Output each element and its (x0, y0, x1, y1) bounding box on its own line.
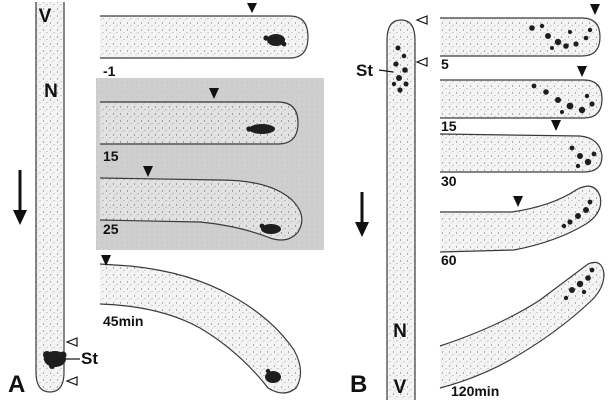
panel-a-vacuole-label: V (39, 6, 52, 27)
panel-b-statolith-label: St (356, 61, 373, 80)
panel-b: St N V B 5 (350, 4, 604, 400)
panel-b-label: B (350, 371, 367, 398)
panel-b-frame-2-marker (577, 66, 587, 77)
panel-a-time-label-4: 45min (103, 313, 143, 329)
panel-b-frame-1-marker (590, 4, 600, 15)
panel-b-frame-3-marker (551, 120, 561, 131)
panel-a-time-label-3: 25 (103, 221, 119, 237)
panel-b-time-label-2: 15 (441, 118, 457, 134)
panel-b-frame-1: 5 (440, 4, 600, 72)
panel-a-time-label-2: 15 (103, 148, 119, 164)
panel-a-label: A (8, 371, 25, 398)
panel-b-open-arrowhead-lower (417, 58, 427, 66)
panel-b-time-label-1: 5 (441, 56, 449, 72)
panel-b-nucleus-label: N (393, 321, 407, 342)
panel-b-gravity-arrow (355, 192, 369, 237)
panel-a-frame-4: 45min (100, 255, 301, 393)
panel-b-frame-4: 60 (440, 186, 601, 268)
panel-a-open-arrowhead-upper (67, 338, 77, 346)
panel-a-gravity-arrow (13, 170, 27, 225)
panel-b-frame-2: 15 (440, 66, 602, 134)
panel-b-time-label-4: 60 (441, 252, 457, 268)
panel-b-frame-4-marker (513, 196, 523, 207)
panel-b-main-cell: St N V (356, 16, 427, 400)
panel-b-time-label-3: 30 (441, 173, 457, 189)
panel-b-time-label-5: 120min (451, 383, 499, 399)
panel-b-frame-3: 30 (440, 120, 602, 189)
panel-b-frame-5: 120min (440, 262, 604, 399)
panel-a-statolith-label: St (81, 349, 98, 368)
panel-a-main-cell: V N St (36, 2, 98, 392)
panel-a-frame-1: -1 (100, 3, 308, 79)
panel-a-open-arrowhead-lower (67, 377, 77, 385)
panel-b-vacuole-label: V (394, 377, 407, 398)
panel-a: V N St A (8, 2, 324, 398)
panel-a-time-label-1: -1 (103, 63, 116, 79)
panel-b-open-arrowhead-upper (417, 16, 427, 24)
panel-a-frame-1-marker (247, 3, 257, 13)
panel-a-nucleus-label: N (44, 81, 58, 102)
